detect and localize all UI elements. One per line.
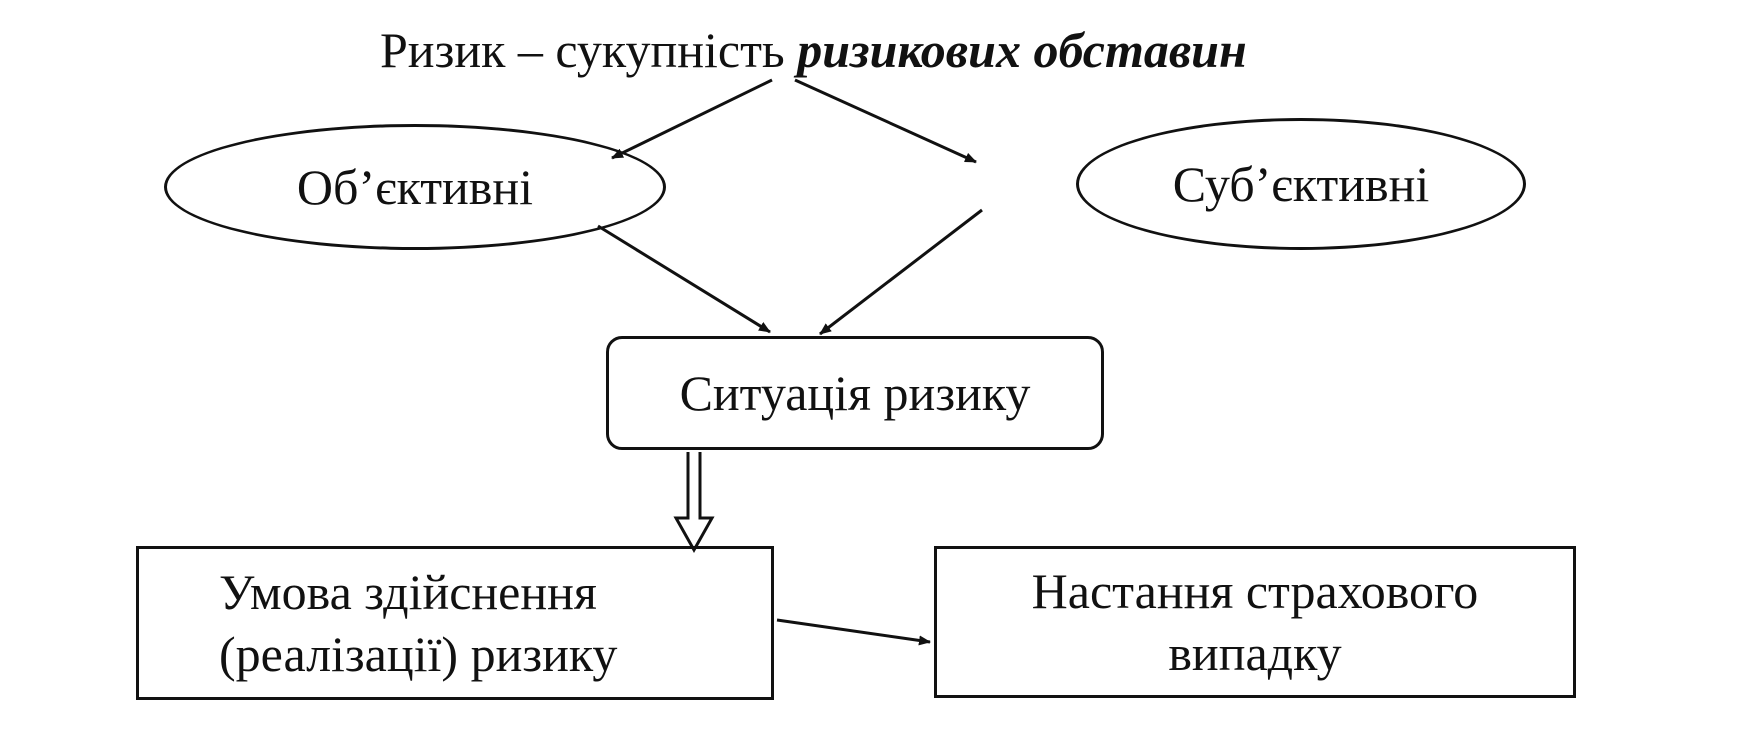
risk-situation-node: Ситуація ризику (606, 336, 1104, 450)
insured-event-label: Настання страхового випадку (1031, 563, 1479, 681)
arrow-condition-to-insured-event (776, 618, 931, 646)
insured-event-node: Настання страхового випадку (934, 546, 1576, 698)
objective-circumstances-node: Об’єктивні (164, 124, 666, 250)
title-prefix: Ризик – сукупність (380, 22, 798, 78)
objective-label: Об’єктивні (296, 159, 534, 215)
arrow-title-to-objective (611, 78, 773, 160)
double-arrow-situation-to-condition (673, 452, 715, 554)
risk-situation-label: Ситуація ризику (679, 365, 1031, 421)
risk-realization-condition-node: Умова здійснення (реалізації) ризику (136, 546, 774, 700)
title-emphasis: ризикових обставин (797, 22, 1247, 78)
arrow-subjective-to-situation (819, 208, 983, 336)
arrow-objective-to-situation (597, 224, 771, 334)
subjective-circumstances-node: Суб’єктивні (1076, 118, 1526, 250)
risk-realization-condition-label: Умова здійснення (реалізації) ризику (219, 564, 618, 682)
diagram-title: Ризик – сукупність ризикових обставин (380, 18, 1340, 82)
subjective-label: Суб’єктивні (1172, 156, 1430, 212)
arrow-title-to-subjective (794, 78, 977, 164)
